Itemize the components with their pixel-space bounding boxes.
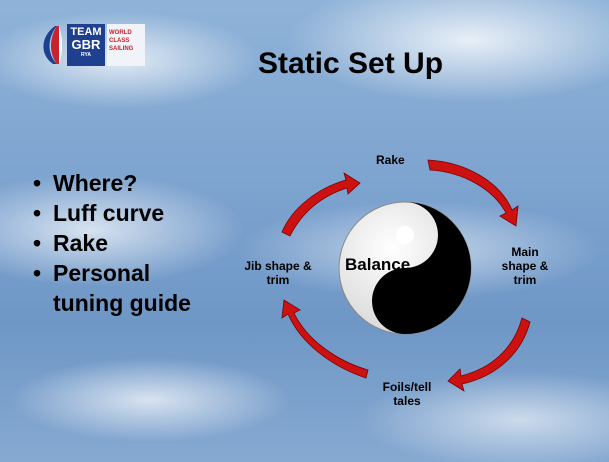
team-gbr-logo: TEAM GBR RYA WORLD CLASS SAILING (33, 24, 145, 66)
bullet-dot-icon: • (33, 230, 42, 256)
arrow-top-left-icon (281, 172, 361, 237)
bullet-list: •Where? •Luff curve •Rake •Personal tuni… (33, 168, 191, 318)
label-jib-shape-trim: Jib shape & trim (244, 259, 312, 287)
bullet-dot-icon: • (33, 260, 42, 286)
arrow-bottom-right-icon (447, 317, 531, 392)
bullet-dot-icon: • (33, 200, 42, 226)
bullet-item: •Personal (33, 260, 151, 286)
logo-gbr-text: GBR (71, 37, 101, 52)
logo-class-text: CLASS (109, 38, 130, 44)
sail-icon (43, 26, 62, 64)
label-main-shape-trim: Main shape & trim (501, 245, 549, 287)
bullet-item: •Where? (33, 170, 138, 196)
bullet-dot-icon: • (33, 170, 42, 196)
logo-world-text: WORLD (109, 30, 132, 36)
logo-sailing-text: SAILING (109, 46, 134, 52)
slide-title: Static Set Up (258, 47, 444, 80)
arrow-top-right-icon (427, 159, 519, 227)
label-rake: Rake (376, 153, 405, 167)
bullet-item: •Luff curve (33, 200, 165, 226)
logo-team-text: TEAM (70, 26, 102, 38)
team-gbr-badge: TEAM GBR RYA (67, 24, 105, 66)
label-balance: Balance (345, 255, 411, 274)
yin-yang-icon (338, 201, 472, 335)
bullet-item: •Rake (33, 230, 108, 256)
world-class-sailing-badge: WORLD CLASS SAILING (107, 24, 145, 66)
label-foils-tell-tales: Foils/tell tales (382, 380, 432, 408)
bullet-item-continued: tuning guide (53, 290, 191, 316)
arrow-bottom-left-icon (281, 299, 369, 379)
logo-rya-text: RYA (81, 52, 91, 58)
